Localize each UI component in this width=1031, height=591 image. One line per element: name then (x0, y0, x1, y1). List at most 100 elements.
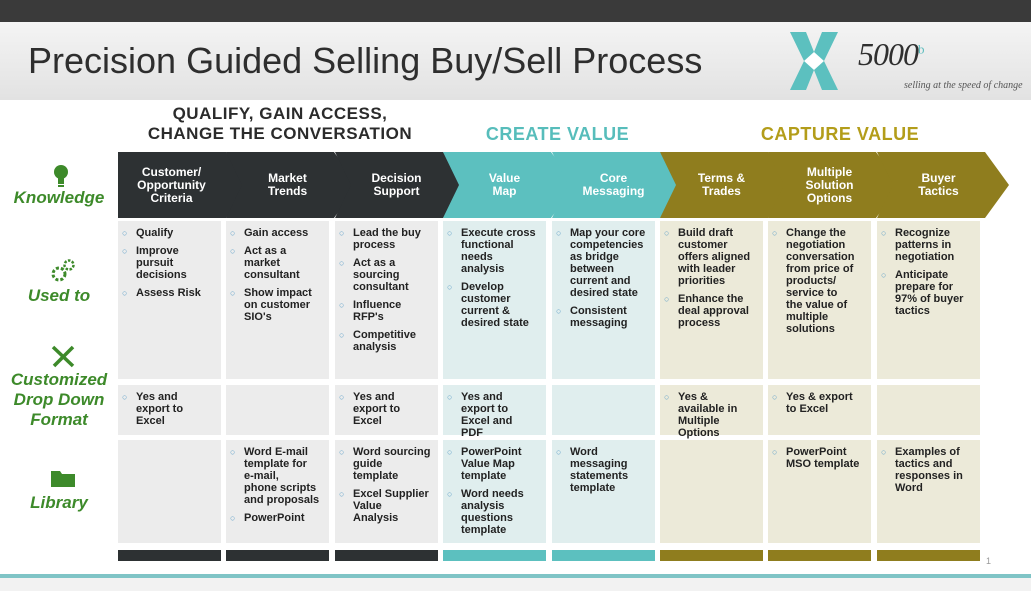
cell-library: ○ Word sourcing guide template ○Excel Supp… (335, 440, 438, 543)
chevron-label: Terms & Trades (697, 171, 746, 198)
bullet-item: ○Improve pursuit decisions (122, 245, 217, 281)
column-footer-bar (335, 550, 438, 561)
bullet-text: Examples of tactics and responses in Wor… (895, 446, 963, 494)
bullet-item: ○ Word sourcing guide template (339, 446, 434, 482)
chevron-shape (768, 152, 900, 218)
cell-format: ○Yes and export to Excel (118, 385, 221, 435)
chevron-label: Value Map (488, 171, 521, 198)
cell-library: ○PowerPoint Value Map template○Word need… (443, 440, 546, 543)
bullet-icon: ○ (664, 294, 670, 304)
bullet-item: ○ Build draft customer offers aligned wit… (664, 227, 759, 287)
cell-used_to: ○Lead the buy process○Act as a sourcing … (335, 221, 438, 379)
chevron-shape (226, 152, 358, 218)
chevron-shape (877, 152, 1009, 218)
bullet-icon: ○ (122, 228, 128, 238)
bullet-text: Anticipate prepare for 97% of buyer tact… (895, 269, 964, 317)
row-label-library: Library (30, 493, 88, 512)
chevron-1: Market Trends (226, 152, 358, 218)
bullet-item: ○Competitive analysis (339, 329, 434, 353)
bullet-icon: ○ (447, 447, 453, 457)
bullet-text: Yes & export to Excel (786, 391, 853, 415)
cell-used_to: ○Execute cross functional needs analysis… (443, 221, 546, 379)
bullet-item: ○ Word messaging statements template (556, 446, 651, 494)
bullet-text: Yes & available in Multiple Options (678, 391, 738, 439)
chevron-label: Multiple Solution Options (805, 164, 854, 205)
bullet-text: Develop customer current & desired state (461, 281, 529, 329)
gears-icon (51, 259, 75, 282)
bullet-icon: ○ (881, 447, 887, 457)
bullet-text: Act as a market consultant (244, 245, 300, 281)
cell-used_to: ○Qualify○Improve pursuit decisions○Asses… (118, 221, 221, 379)
logo-tagline: selling at the speed of change (904, 80, 1023, 91)
bullet-icon: ○ (339, 447, 345, 457)
cell-used_to: ○ Map your core competencies as bridge be… (552, 221, 655, 379)
cell-used_to: ○Gain access○Act as a market consultant○… (226, 221, 329, 379)
bullet-text: Influence RFP's (353, 299, 402, 323)
bullet-text: Gain access (244, 227, 309, 239)
bullet-icon: ○ (122, 288, 128, 298)
cell-used_to: ○Change the negotiation conversation fro… (768, 221, 871, 379)
bullet-item: ○Recognize patterns in negotiation (881, 227, 976, 263)
bullet-icon: ○ (339, 489, 345, 499)
chevron-shape (552, 152, 684, 218)
cell-used_to: ○Recognize patterns in negotiation○Antic… (877, 221, 980, 379)
column-footer-bar (226, 550, 329, 561)
bullet-text: Assess Risk (136, 287, 201, 299)
folder-icon (51, 471, 75, 487)
bullet-text: Yes and export to Excel (353, 391, 401, 427)
bullet-icon: ○ (447, 282, 453, 292)
bullet-item: ○Change the negotiation conversation fro… (772, 227, 867, 335)
bullet-icon: ○ (556, 306, 562, 316)
chevron-label: Core Messaging (582, 171, 645, 198)
bullet-item: ○Excel Supplier Value Analysis (339, 488, 434, 524)
bullet-icon: ○ (881, 270, 887, 280)
cell-library: ○ Examples of tactics and responses in Wo… (877, 440, 980, 543)
column-footer-bar (118, 550, 221, 561)
cell-library: ○Word E-mail template for e-mail, phone … (226, 440, 329, 543)
bullet-item: ○Yes and export to Excel (122, 391, 217, 427)
bullet-icon: ○ (881, 228, 887, 238)
bullet-text: Word sourcing guide template (353, 446, 431, 482)
bullet-text: Word needs analysis questions template (461, 488, 524, 536)
bullet-icon: ○ (339, 258, 345, 268)
cell-library: ○PowerPoint MSO template (768, 440, 871, 543)
bullet-text: Map your core competencies as bridge bet… (570, 227, 646, 299)
bullet-item: ○Consistent messaging (556, 305, 651, 329)
chevron-7: Buyer Tactics (877, 152, 1009, 218)
cell-used_to: ○ Build draft customer offers aligned wit… (660, 221, 763, 379)
bullet-text: Improve pursuit decisions (136, 245, 187, 281)
chevron-5: Terms & Trades (660, 152, 792, 218)
logo-wordmark: 5000b (858, 36, 924, 72)
cell-format (877, 385, 980, 435)
bullet-text: Show impact on customer SIO's (244, 287, 312, 323)
bullet-item: ○Yes and export to Excel and PDF (447, 391, 542, 439)
bullet-text: Yes and export to Excel (136, 391, 184, 427)
chevron-shape (443, 152, 575, 218)
chevron-label: Decision Support (371, 171, 422, 198)
chevron-shape (660, 152, 792, 218)
bullet-item: ○Yes & available in Multiple Options (664, 391, 759, 439)
phase-capture-value: CAPTURE VALUE (760, 124, 920, 144)
bullet-text: Competitive analysis (353, 329, 416, 353)
bullet-item: ○ Assess Risk (122, 287, 217, 299)
bullet-item: ○Act as a sourcing consultant (339, 257, 434, 293)
bullet-icon: ○ (556, 447, 562, 457)
bullet-icon: ○ (230, 513, 236, 523)
bullet-text: Word messaging statements template (570, 446, 629, 494)
cell-format: ○Yes and export to Excel and PDF (443, 385, 546, 439)
bullet-item: ○Act as a market consultant (230, 245, 325, 281)
cell-format: ○Yes & available in Multiple Options (660, 385, 763, 439)
bullet-text: Build draft customer offers aligned with… (678, 227, 751, 287)
bullet-icon: ○ (664, 228, 670, 238)
bullet-text: PowerPoint MSO template (786, 446, 860, 470)
logo-x-icon (790, 32, 838, 90)
chevron-shape (335, 152, 467, 218)
bullet-icon: ○ (230, 288, 236, 298)
bullet-item: ○Execute cross functional needs analysis (447, 227, 542, 275)
tools-icon (51, 345, 75, 368)
bullet-icon: ○ (339, 392, 345, 402)
column-footer-bar (877, 550, 980, 561)
bullet-item: ○Influence RFP's (339, 299, 434, 323)
column-footer-bar (768, 550, 871, 561)
bullet-item: ○ Examples of tactics and responses in Wo… (881, 446, 976, 494)
